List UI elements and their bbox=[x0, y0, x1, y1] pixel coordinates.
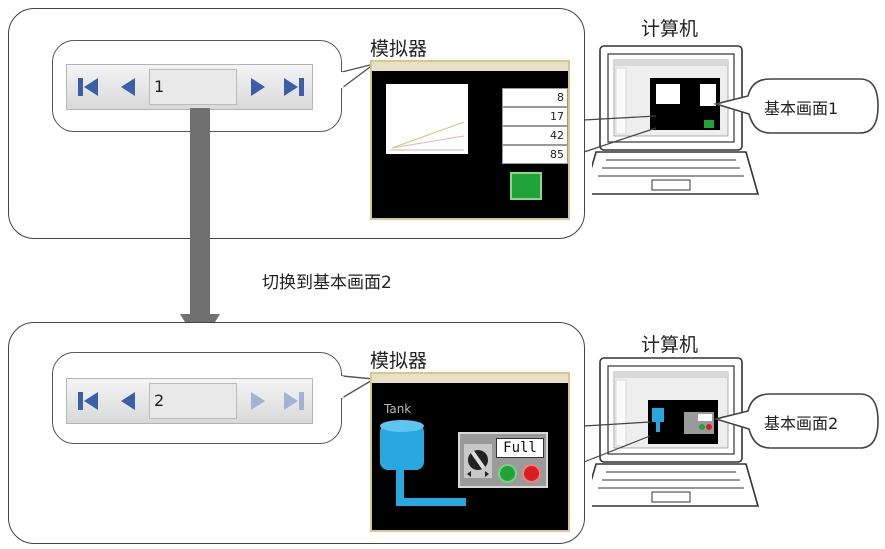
last-page-button[interactable] bbox=[277, 71, 311, 103]
simulator-titlebar bbox=[372, 374, 568, 383]
prev-page-icon bbox=[121, 78, 135, 96]
next-page-button[interactable] bbox=[241, 71, 275, 103]
red-button[interactable] bbox=[522, 464, 541, 483]
tank-label: Tank bbox=[384, 402, 412, 416]
top-callout-text: 基本画面1 bbox=[764, 99, 839, 118]
first-page-icon bbox=[78, 78, 98, 96]
control-panel: Full bbox=[458, 432, 548, 488]
next-page-icon bbox=[251, 78, 265, 96]
green-lamp bbox=[510, 172, 542, 200]
top-simulator-label: 模拟器 bbox=[370, 38, 428, 60]
last-page-button[interactable] bbox=[277, 385, 311, 417]
last-page-icon bbox=[284, 392, 304, 410]
prev-page-button[interactable] bbox=[111, 71, 145, 103]
status-display: Full bbox=[496, 438, 544, 458]
page-number-field[interactable]: 2 bbox=[149, 383, 237, 419]
top-simulator-screen: 8 17 42 85 bbox=[370, 60, 570, 220]
top-navigator-bar: 1 bbox=[66, 64, 313, 110]
value-display-3: 42 bbox=[502, 126, 568, 145]
top-computer-label: 计算机 bbox=[641, 18, 699, 40]
dial-icon[interactable] bbox=[464, 444, 492, 478]
green-button[interactable] bbox=[498, 464, 517, 483]
value-display-1: 8 bbox=[502, 88, 568, 107]
bottom-callout-text: 基本画面2 bbox=[764, 414, 839, 433]
last-page-icon bbox=[284, 78, 304, 96]
top-laptop-icon bbox=[592, 45, 760, 195]
bottom-navigator-bar: 2 bbox=[66, 378, 313, 424]
value-display-4: 85 bbox=[502, 145, 568, 164]
simulator-titlebar bbox=[372, 62, 568, 71]
first-page-button[interactable] bbox=[71, 71, 105, 103]
bottom-simulator-label: 模拟器 bbox=[370, 350, 428, 372]
bottom-computer-label: 计算机 bbox=[641, 334, 699, 356]
bottom-laptop-icon bbox=[592, 357, 760, 507]
page-number-field[interactable]: 1 bbox=[149, 69, 237, 105]
bottom-simulator-screen: Tank Full bbox=[370, 372, 570, 532]
prev-page-icon bbox=[121, 392, 135, 410]
next-page-button[interactable] bbox=[241, 385, 275, 417]
value-display-2: 17 bbox=[502, 107, 568, 126]
first-page-button[interactable] bbox=[71, 385, 105, 417]
next-page-icon bbox=[251, 392, 265, 410]
transition-label: 切换到基本画面2 bbox=[262, 273, 392, 293]
prev-page-button[interactable] bbox=[111, 385, 145, 417]
trend-graph bbox=[386, 84, 468, 154]
tank-graphic bbox=[380, 420, 466, 506]
first-page-icon bbox=[78, 392, 98, 410]
